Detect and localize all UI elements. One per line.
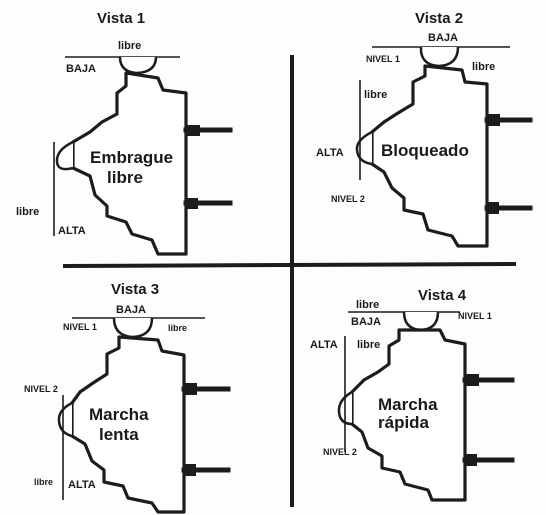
view-3-hub-upper bbox=[184, 383, 197, 395]
view-4-hub-upper bbox=[465, 374, 479, 386]
view-1-title: Vista 1 bbox=[97, 10, 145, 27]
view-3-label-baja: BAJA bbox=[116, 304, 146, 316]
view-1-label-libre-top: libre bbox=[118, 40, 141, 52]
view-2-clutch-body bbox=[370, 64, 489, 248]
view-2-label-alta: ALTA bbox=[316, 147, 344, 159]
view-1-side-servo bbox=[55, 140, 74, 171]
view-3-label-nivel2: NIVEL 2 bbox=[24, 384, 58, 394]
view-2-label-nivel2: NIVEL 2 bbox=[331, 194, 365, 204]
view-2-label-nivel1: NIVEL 1 bbox=[366, 54, 400, 64]
view-4-hub-lower bbox=[465, 454, 477, 466]
view-1-top-servo bbox=[118, 56, 158, 75]
view-3-label-libre-side: libre bbox=[34, 477, 53, 487]
view-1-hub-upper bbox=[186, 125, 200, 136]
view-4-label-alta: ALTA bbox=[310, 339, 338, 351]
view-3-clutch-body bbox=[70, 335, 186, 514]
view-2-label-baja: BAJA bbox=[428, 32, 458, 44]
view-1-hub-lower bbox=[186, 198, 198, 209]
view-3: Vista 3 BAJA NIVEL 1 libre NIVEL 2 libre… bbox=[24, 281, 231, 514]
view-2-top-servo bbox=[419, 46, 460, 68]
view-4-label-nivel1: NIVEL 1 bbox=[458, 311, 492, 321]
view-3-label-libre-top: libre bbox=[168, 323, 187, 333]
view-1-label-baja: BAJA bbox=[66, 63, 96, 75]
view-2-title: Vista 2 bbox=[415, 10, 463, 27]
view-2-side-servo bbox=[355, 130, 373, 166]
horizontal-divider bbox=[62, 262, 517, 268]
view-4-label-libre-a: libre bbox=[356, 299, 379, 311]
view-3-label-nivel1: NIVEL 1 bbox=[63, 322, 97, 332]
view-1-clutch-body bbox=[71, 71, 188, 256]
view-3-center-line-1: Marcha bbox=[89, 405, 149, 424]
view-3-label-alta: ALTA bbox=[68, 479, 96, 491]
view-4-label-nivel2: NIVEL 2 bbox=[323, 447, 357, 457]
view-3-center-line-2: lenta bbox=[99, 425, 139, 444]
view-3-top-servo bbox=[112, 317, 154, 339]
view-1-center-line-2: libre bbox=[107, 168, 143, 187]
view-2-center-line-1: Bloqueado bbox=[381, 141, 469, 160]
view-1-label-alta: ALTA bbox=[58, 225, 86, 237]
view-4-top-servo bbox=[402, 311, 440, 332]
view-4-clutch-body bbox=[350, 328, 467, 502]
view-4-title: Vista 4 bbox=[418, 287, 467, 304]
view-2-label-libre-side: libre bbox=[364, 89, 387, 101]
view-4-center-line-2: rápida bbox=[378, 413, 430, 432]
view-1: Vista 1 libre BAJA libre ALTA Embrague l… bbox=[16, 10, 233, 256]
view-4-center-line-1: Marcha bbox=[378, 395, 438, 414]
view-3-side-servo bbox=[57, 401, 73, 438]
view-2: Vista 2 BAJA NIVEL 1 libre libre ALTA NI… bbox=[316, 10, 533, 248]
view-4-label-baja: BAJA bbox=[351, 316, 381, 328]
view-1-center-line-1: Embrague bbox=[90, 148, 173, 167]
view-4-label-libre-b: libre bbox=[357, 339, 380, 351]
view-2-label-libre-top: libre bbox=[472, 61, 495, 73]
view-2-hub-lower bbox=[487, 202, 499, 214]
view-1-label-libre-side: libre bbox=[16, 206, 39, 218]
view-3-title: Vista 3 bbox=[111, 281, 159, 298]
view-2-hub-upper bbox=[487, 114, 500, 126]
view-3-hub-lower bbox=[184, 464, 196, 476]
view-4: Vista 4 libre BAJA NIVEL 1 ALTA libre NI… bbox=[310, 287, 515, 502]
